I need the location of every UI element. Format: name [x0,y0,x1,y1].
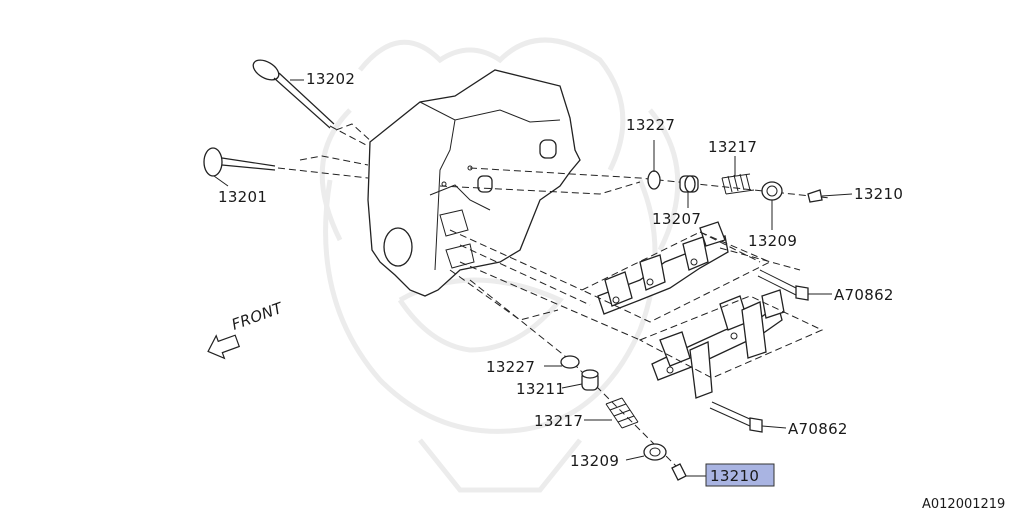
valve-13201 [203,147,276,177]
spring-13217-upper [721,173,755,195]
bolt-a70862-upper [757,269,809,301]
tappet-13207 [679,175,699,193]
bolt-a70862-lower [709,401,763,433]
label-13227-top[interactable]: 13227 [626,116,675,134]
valve-guide-line-4 [299,155,369,166]
label-13217-top[interactable]: 13217 [708,138,757,156]
spring-13217-lower [605,397,639,429]
label-13209-bot[interactable]: 13209 [570,452,619,470]
cotter-13210-lower [671,463,687,481]
valve-guide-line [329,125,369,147]
leader-13211 [561,383,583,389]
label-13202[interactable]: 13202 [306,70,355,88]
label-a70862-top[interactable]: A70862 [834,286,894,304]
label-13207[interactable]: 13207 [652,210,701,228]
label-13201[interactable]: 13201 [218,188,267,206]
label-13209-top[interactable]: 13209 [748,232,797,250]
front-label: FRONT [229,298,286,333]
shaft-line-4 [699,231,761,263]
label-13210-top[interactable]: 13210 [854,185,903,203]
shaft-line-5 [719,247,801,271]
seal-13227-upper [647,170,661,190]
highlight-box[interactable] [705,463,775,487]
leader-a70862-bot [761,425,787,429]
front-arrow-icon [207,334,241,360]
seal-13227-lower [560,355,580,369]
valve-guide-line-3 [277,167,369,179]
leader-13210-top [821,193,853,197]
leader-13201 [213,175,229,187]
housing-to-shaft-line-2 [459,244,591,306]
valve-guide-line-2 [335,123,373,143]
label-a70862-bot[interactable]: A70862 [788,420,848,438]
retainer-13209-lower [643,443,667,461]
housing-to-shaft-line [449,229,583,291]
upper-adjuster-axis-2 [439,181,641,195]
label-13227-bot[interactable]: 13227 [486,358,535,376]
label-13211[interactable]: 13211 [516,380,565,398]
lower-shaft-outline [638,295,824,379]
lower-adjuster-axis-2 [449,269,559,321]
diagram-code: A012001219 [922,497,1005,512]
cotter-13210-upper [807,189,823,203]
retainer-13209-upper [761,181,783,201]
valve-13202 [252,59,335,129]
leader-13209-bot [625,455,645,461]
cylinder-head [367,69,581,297]
rocker-shaft-upper [597,221,729,315]
label-13217-bot[interactable]: 13217 [534,412,583,430]
upper-shaft-outline [580,231,772,323]
label-13210-bot[interactable]: 13210 [710,467,759,485]
tappet-13211 [581,369,599,391]
rocker-shaft-lower [651,289,785,399]
